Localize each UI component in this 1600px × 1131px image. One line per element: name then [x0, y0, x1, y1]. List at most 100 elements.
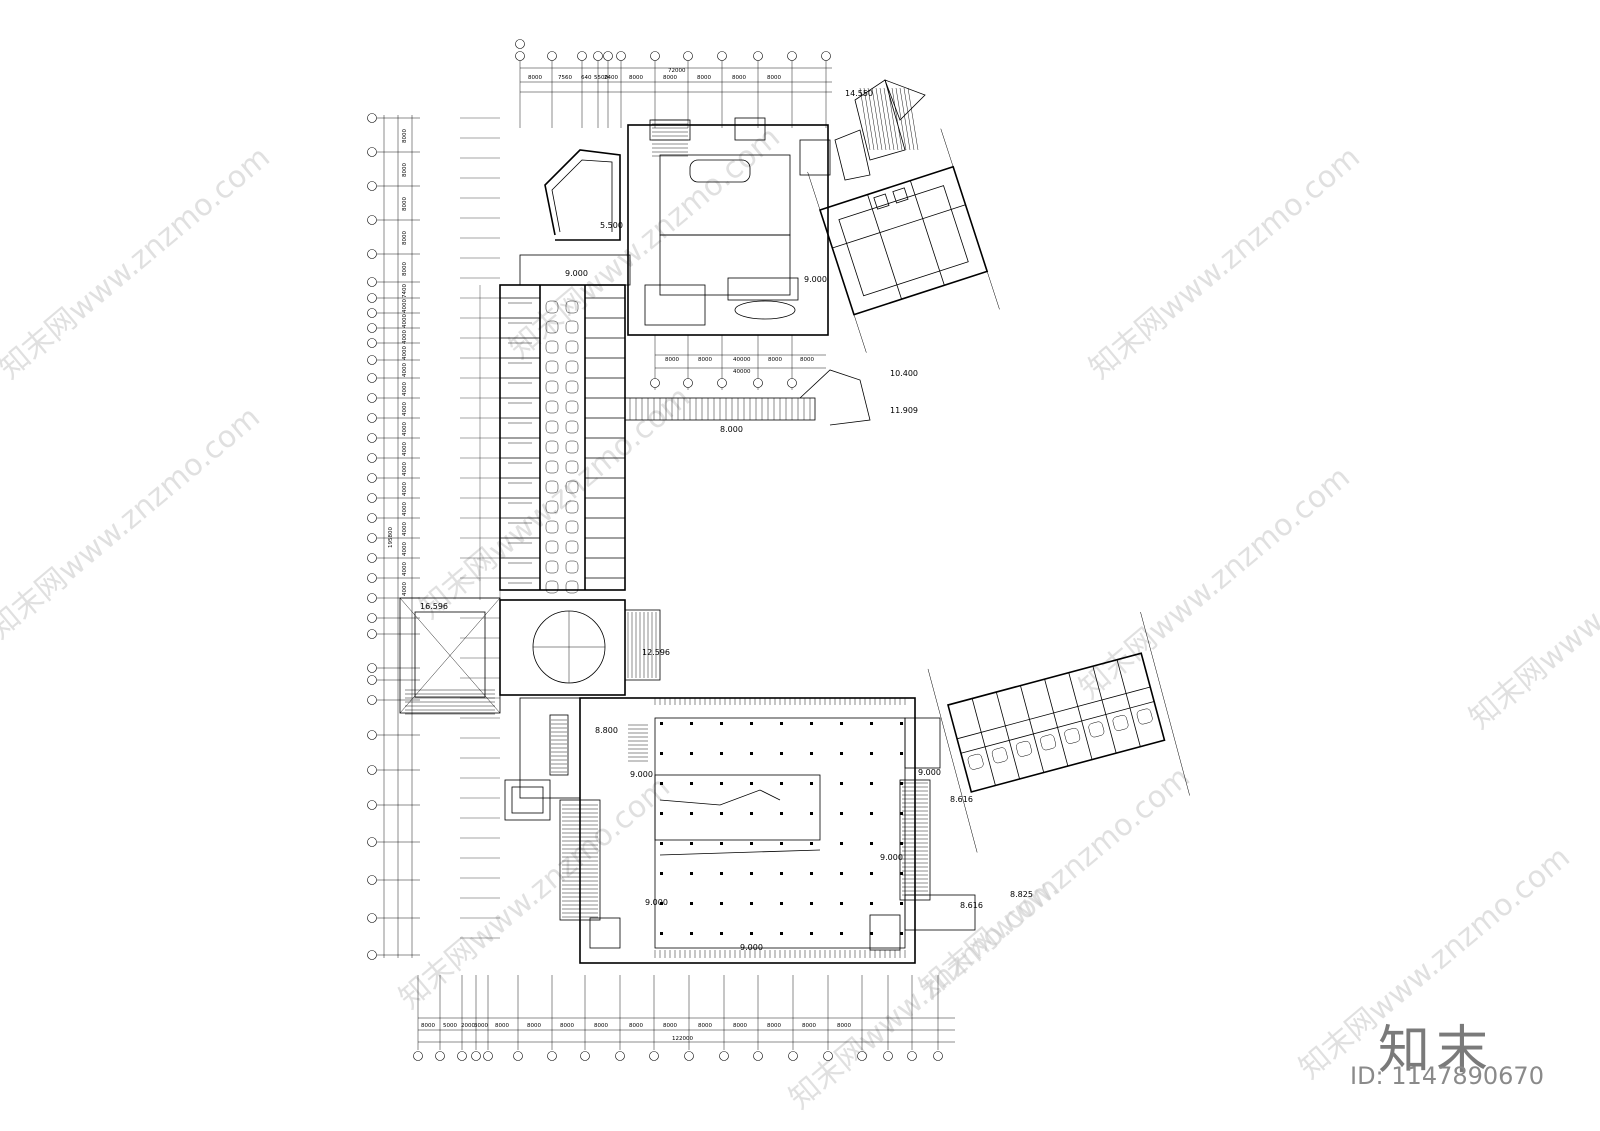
dimension-label: 4000: [402, 442, 408, 456]
grid-axis-bubble: [367, 593, 377, 603]
dimension-label: 72000: [668, 68, 686, 74]
dimension-label: 8000: [697, 75, 711, 81]
grid-axis-bubble: [787, 378, 797, 388]
dimension-label: 4000: [402, 422, 408, 436]
grid-axis-bubble: [457, 1051, 467, 1061]
dimension-label: 7400: [402, 284, 408, 298]
grid-axis-bubble: [367, 393, 377, 403]
watermark-text: 知末网www.znzmo.com: [0, 400, 267, 646]
grid-axis-bubble: [367, 338, 377, 348]
connecting-bridge: [624, 369, 871, 426]
grid-axis-bubble: [650, 378, 660, 388]
grid-axis-bubble: [413, 1051, 423, 1061]
dimension-label: 8000: [802, 1023, 816, 1029]
grid-axis-bubble: [683, 51, 693, 61]
dimension-label: 8000: [560, 1023, 574, 1029]
grid-axis-bubble: [787, 51, 797, 61]
elevation-label: 9.000: [880, 853, 903, 862]
elevation-label: 8.616: [950, 795, 973, 804]
dimension-label: 4000: [402, 314, 408, 328]
dimension-label: 2400: [604, 75, 618, 81]
grid-axis-bubble: [367, 215, 377, 225]
grid-axis-bubble: [367, 308, 377, 318]
grid-axis-bubble: [823, 1051, 833, 1061]
watermark-text: 知末网www.znzmo.com: [1083, 140, 1367, 386]
grid-axis-bubble: [367, 413, 377, 423]
dimension-label: 8000: [733, 1023, 747, 1029]
dimension-label: 4000: [402, 542, 408, 556]
grid-axis-bubble: [547, 51, 557, 61]
grid-axis-bubble: [367, 913, 377, 923]
grid-axis-bubble: [367, 453, 377, 463]
dimension-label: 640: [581, 75, 592, 81]
elevation-label: 9.000: [645, 898, 668, 907]
dimension-label: 8000: [528, 75, 542, 81]
grid-axis-bubble: [367, 373, 377, 383]
dimension-label: 8000: [665, 357, 679, 363]
grid-axis-bubble: [367, 533, 377, 543]
grid-axis-bubble: [515, 39, 525, 49]
grid-axis-bubble: [649, 1051, 659, 1061]
northeast-stair: [834, 79, 926, 181]
dimension-label: 8000: [663, 1023, 677, 1029]
grid-axis-bubble: [719, 1051, 729, 1061]
grid-axis-bubble: [821, 51, 831, 61]
elevation-label: 9.000: [630, 770, 653, 779]
dimension-label: 8000: [837, 1023, 851, 1029]
grid-axis-bubble: [547, 1051, 557, 1061]
southeast-stair: [899, 779, 976, 931]
grid-axis-bubble: [471, 1051, 481, 1061]
brand-logo: 知末: [1378, 1021, 1495, 1081]
elevation-label: 8.000: [720, 425, 743, 434]
dimension-label: 4000: [402, 562, 408, 576]
dimension-label: 8000: [767, 75, 781, 81]
elevation-label: 9.000: [918, 768, 941, 777]
grid-axis-bubble: [515, 51, 525, 61]
dimension-label: 4000: [402, 482, 408, 496]
watermark-text: 知末网www.znzmo.com: [1463, 490, 1600, 736]
grid-axis-bubble: [684, 1051, 694, 1061]
corridor-wing: [499, 284, 626, 594]
south-main-hall: [504, 697, 941, 964]
grid-axis-bubble: [367, 573, 377, 583]
grid-axis-bubble: [615, 1051, 625, 1061]
grid-axis-bubble: [367, 675, 377, 685]
dimension-label: 5000: [443, 1023, 457, 1029]
grid-axis-bubble: [367, 950, 377, 960]
dimension-label: 4000: [402, 330, 408, 344]
dimension-label: 7560: [558, 75, 572, 81]
grid-axis-bubble: [513, 1051, 523, 1061]
dimension-label: 40000: [733, 357, 751, 363]
grid-axis-bubble: [593, 51, 603, 61]
grid-axis-bubble: [753, 378, 763, 388]
grid-axis-bubble: [788, 1051, 798, 1061]
grid-axis-bubble: [367, 613, 377, 623]
elevation-label: 9.000: [804, 275, 827, 284]
grid-axis-bubble: [367, 800, 377, 810]
left-dimension-chain: 195800 800080008000800080007400400040004…: [367, 113, 420, 960]
grid-axis-bubble: [367, 293, 377, 303]
grid-axis-bubble: [367, 277, 377, 287]
grid-axis-bubble: [367, 355, 377, 365]
grid-axis-bubble: [367, 473, 377, 483]
watermark-text: 知末网www.znzmo.com: [0, 140, 277, 386]
grid-axis-bubble: [367, 837, 377, 847]
dimension-label: 2000: [461, 1023, 475, 1029]
image-id-label: ID: 1147890670: [1350, 1062, 1544, 1090]
grid-axis-bubble: [367, 629, 377, 639]
dimension-label: 122000: [672, 1036, 693, 1042]
rotunda-block: [399, 597, 661, 715]
grid-axis-bubble: [483, 1051, 493, 1061]
watermark-layer: 知末网www.znzmo.com 知末网www.znzmo.com 知末网www…: [0, 120, 1600, 1116]
elevation-label: 12.596: [642, 648, 670, 657]
dimension-label: 4000: [402, 582, 408, 596]
elevation-label: 5.500: [600, 221, 623, 230]
elevation-label: 9.000: [565, 269, 588, 278]
dimension-label: 4000: [402, 522, 408, 536]
grid-axis-bubble: [367, 553, 377, 563]
elevation-label: 10.400: [890, 369, 918, 378]
dimension-label: 8000: [767, 1023, 781, 1029]
